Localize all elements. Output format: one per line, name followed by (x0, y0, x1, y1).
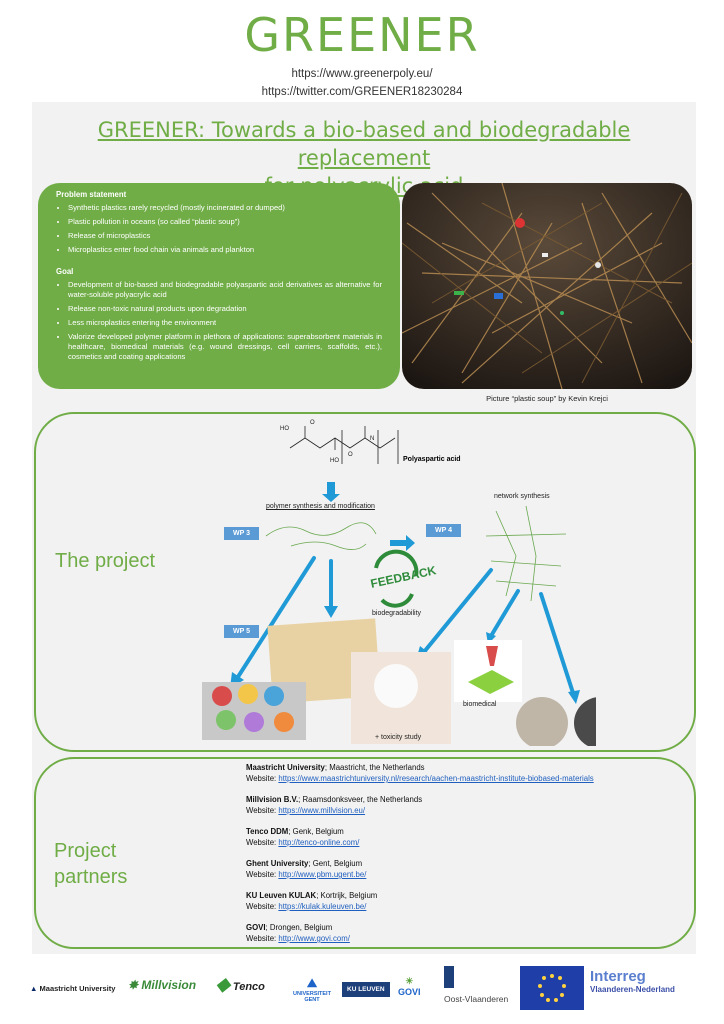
partners-label: Project partners (54, 838, 127, 890)
partner-place: ; Kortrijk, Belgium (316, 891, 378, 900)
maastricht-icon: ▲ (30, 984, 38, 993)
ugent-logo: ⛰ UNIVERSITEIT GENT (290, 976, 334, 1003)
title-line-1: GREENER: Towards a bio-based and biodegr… (97, 118, 631, 170)
partner-link[interactable]: http://www.govi.com/ (278, 934, 350, 943)
problem-item: Microplastics enter food chain via anima… (68, 245, 382, 255)
partner-link[interactable]: https://www.millvision.eu/ (278, 806, 366, 815)
website-label: Website: (246, 902, 277, 911)
partner-entry: Tenco DDM; Genk, Belgium Website: http:/… (246, 826, 686, 848)
millvision-logo: ✸ Millvision (128, 978, 196, 992)
maastricht-logo: ▲ Maastricht University (30, 984, 115, 993)
partner-name: KU Leuven KULAK (246, 891, 317, 900)
ugent-logo-text: UNIVERSITEIT GENT (293, 991, 331, 1003)
biomedical-label: biomedical (463, 701, 497, 708)
project-diagram (202, 482, 596, 746)
goal-item: Valorize developed polymer platform in p… (68, 332, 382, 362)
project-label: The project (55, 550, 156, 572)
ugent-icon: ⛰ (306, 976, 318, 990)
partner-link[interactable]: http://tenco-online.com/ (278, 838, 360, 847)
govi-logo-text: GOVI (398, 987, 421, 997)
partners-box (34, 757, 696, 949)
partner-name: Millvision B.V. (246, 795, 299, 804)
partners-label-line1: Project (54, 840, 117, 862)
interreg-text: Interreg (590, 968, 646, 985)
govi-icon: ☀ (405, 976, 414, 986)
svg-text:HO: HO (330, 458, 339, 464)
partner-name: Maastricht University (246, 763, 325, 772)
millvision-icon: ✸ (128, 978, 139, 992)
step-network-synthesis: network synthesis (494, 493, 550, 500)
interreg-logo: Interreg Vlaanderen-Nederland (590, 968, 696, 994)
svg-text:O: O (348, 452, 353, 458)
maastricht-logo-text: Maastricht University (39, 984, 116, 993)
kuleuven-logo: KU LEUVEN (342, 982, 390, 997)
svg-text:N: N (370, 436, 374, 442)
website-label: Website: (246, 870, 277, 879)
problem-item: Synthetic plastics rarely recycled (most… (68, 203, 382, 213)
wp5-badge: WP 5 (224, 625, 259, 638)
govi-logo: ☀ GOVI (398, 976, 421, 997)
partner-entry: Ghent University; Gent, Belgium Website:… (246, 858, 686, 880)
logo-bar: ▲ Maastricht University ✸ Millvision ◆ T… (0, 962, 724, 1017)
partner-name: Tenco DDM (246, 827, 289, 836)
oost-vlaanderen-logo: Oost-Vlaanderen (444, 966, 518, 1012)
goal-list: Development of bio-based and biodegradab… (56, 280, 382, 362)
partner-place: ; Gent, Belgium (308, 859, 363, 868)
svg-text:O: O (310, 420, 315, 426)
ministry-emblem-icon (444, 966, 454, 988)
oost-vlaanderen-text: Oost-Vlaanderen (444, 994, 509, 1004)
photo-caption: Picture “plastic soup” by Kevin Krejci (486, 394, 608, 403)
step-polymer-synthesis: polymer synthesis and modification (266, 503, 375, 510)
partner-entry: Maastricht University; Maastricht, the N… (246, 762, 686, 784)
tenco-logo-text: Tenco (232, 981, 265, 993)
problem-goal-box: Problem statement Synthetic plastics rar… (38, 183, 400, 389)
goal-item: Release non-toxic natural products upon … (68, 304, 382, 314)
toxicity-label: + toxicity study (375, 734, 422, 741)
partner-name: GOVI (246, 923, 266, 932)
millvision-logo-text: Millvision (141, 978, 197, 992)
wp4-badge: WP 4 (426, 524, 461, 537)
partner-name: Ghent University (246, 859, 309, 868)
plastic-soup-photo (402, 183, 692, 389)
goal-item: Less microplastics entering the environm… (68, 318, 382, 328)
partners-label-line2: partners (54, 866, 128, 888)
problem-list: Synthetic plastics rarely recycled (most… (56, 203, 382, 255)
twitter-link[interactable]: https://twitter.com/GREENER18230284 (261, 86, 463, 98)
tenco-logo: ◆ Tenco (216, 974, 265, 995)
goal-heading: Goal (56, 267, 74, 276)
polyaspartic-structure: HO O HO O N (280, 420, 399, 464)
greener-logo: GREENER (244, 8, 480, 62)
polymer-name: Polyaspartic acid (403, 456, 461, 463)
partner-place: ; Raamsdonksveer, the Netherlands (298, 795, 423, 804)
partner-entry: KU Leuven KULAK; Kortrijk, Belgium Websi… (246, 890, 686, 912)
website-label: Website: (246, 806, 277, 815)
biodegradability-label: biodegradability (372, 610, 422, 617)
problem-item: Release of microplastics (68, 231, 382, 241)
website-label: Website: (246, 774, 277, 783)
partners-list: Maastricht University; Maastricht, the N… (246, 762, 686, 954)
problem-item: Plastic pollution in oceans (so called “… (68, 217, 382, 227)
website-label: Website: (246, 838, 277, 847)
eu-flag-logo (520, 966, 584, 1010)
partner-entry: Millvision B.V.; Raamsdonksveer, the Net… (246, 794, 686, 816)
partner-link[interactable]: https://www.maastrichtuniversity.nl/rese… (278, 774, 594, 783)
partner-place: ; Drongen, Belgium (265, 923, 333, 932)
partner-link[interactable]: https://kulak.kuleuven.be/ (278, 902, 367, 911)
website-link[interactable]: https://www.greenerpoly.eu/ (291, 68, 433, 80)
website-label: Website: (246, 934, 277, 943)
wp3-badge: WP 3 (224, 527, 259, 540)
eu-stars-icon (538, 974, 566, 1002)
interreg-sub-text: Vlaanderen-Nederland (590, 985, 675, 994)
partner-link[interactable]: http://www.pbm.ugent.be/ (278, 870, 367, 879)
partner-entry: GOVI; Drongen, Belgium Website: http://w… (246, 922, 686, 944)
svg-text:HO: HO (280, 426, 289, 432)
tenco-icon: ◆ (216, 974, 230, 994)
problem-heading: Problem statement (56, 190, 127, 199)
partner-place: ; Genk, Belgium (288, 827, 344, 836)
goal-item: Development of bio-based and biodegradab… (68, 280, 382, 300)
partner-place: ; Maastricht, the Netherlands (324, 763, 425, 772)
